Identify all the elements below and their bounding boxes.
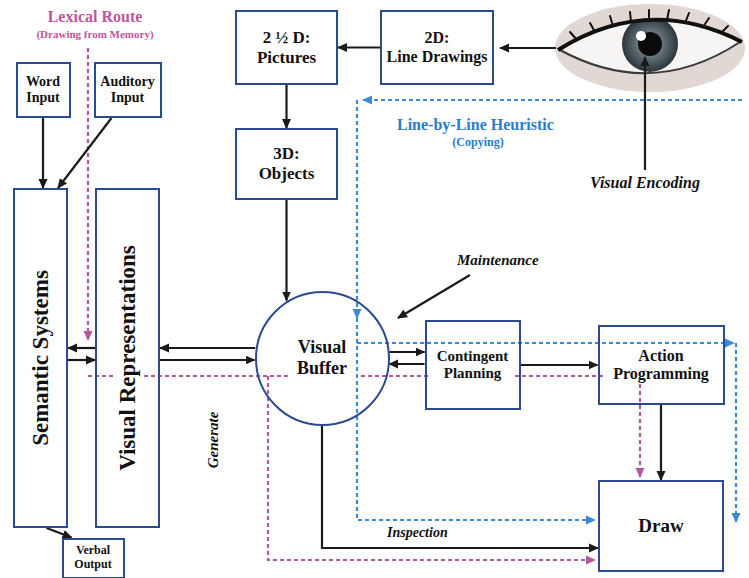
connector-arrow [68, 359, 95, 361]
edge-label: Inspection [385, 525, 450, 541]
process-box: Contingent Planning [425, 320, 521, 410]
eye-highlight [636, 31, 646, 41]
copying-route-line [735, 343, 737, 522]
edge-group [43, 48, 661, 549]
node-text: Line Drawings [387, 48, 488, 66]
maintenance-arrow [398, 275, 470, 318]
node-text: Pictures [257, 48, 316, 68]
copying-route [357, 100, 742, 522]
connector-arrow [285, 200, 287, 301]
copying-route-line [357, 342, 734, 344]
connector-arrow [322, 426, 598, 549]
process-label: Generate [205, 410, 222, 471]
system-box: Visual Representations [95, 188, 160, 528]
route-title: Line-by-Line Heuristic [395, 116, 556, 134]
process-box: Action Programming [598, 325, 725, 405]
node-text: Semantic Systems [27, 268, 53, 448]
eye-lid [558, 20, 742, 50]
node-text: Visual Buffer [289, 337, 356, 378]
node-text: 2D: [425, 29, 450, 47]
route-subtitle: (Drawing from Memory) [34, 28, 155, 41]
lexical-route-line [88, 376, 640, 477]
lexical-route-line [87, 48, 89, 340]
system-box: Semantic Systems [13, 188, 68, 528]
connector-arrow [285, 85, 287, 128]
process-label: Maintenance [455, 252, 541, 269]
copying-route-line [356, 100, 358, 318]
encoding-arrow [644, 57, 646, 170]
connector-arrow [389, 363, 424, 365]
connector-arrow [68, 347, 95, 349]
encoding-arrow [500, 47, 556, 49]
eye-illustration [555, 4, 745, 92]
lexical-route-line [268, 376, 595, 560]
connector-arrow [47, 528, 72, 538]
node-text: Verbal Output [68, 544, 119, 572]
output-box: Verbal Output [62, 538, 125, 578]
node-text: Visual Representations [114, 243, 140, 473]
eye-skin [555, 4, 745, 92]
node-text: Objects [259, 164, 315, 184]
route-title: Lexical Route [46, 8, 145, 26]
eye-lashes [570, 10, 728, 40]
eye-iris [622, 16, 678, 72]
buffer-circle: Visual Buffer [255, 291, 390, 426]
node-text: Action Programming [604, 347, 719, 384]
node-text: 3D: [273, 144, 299, 164]
connector-arrow [160, 347, 255, 349]
connector-arrow [521, 364, 598, 366]
connector-arrow [338, 46, 380, 48]
lexical-route [88, 48, 640, 560]
node-text: Word Input [22, 74, 65, 106]
process-label: Visual Encoding [588, 174, 702, 192]
process-box: 2D:Line Drawings [380, 10, 494, 85]
connector-arrow [660, 405, 662, 480]
copying-route-line [357, 318, 595, 520]
node-text: 2 ½ D: [263, 28, 311, 48]
input-box: Auditory Input [94, 62, 162, 118]
route-subtitle: (Copying) [450, 136, 505, 150]
output-box: Draw [598, 480, 724, 572]
connector-arrow [389, 351, 424, 353]
input-box: Word Input [16, 62, 71, 118]
node-text: Auditory Input [100, 74, 156, 106]
process-box: 3D:Objects [235, 128, 338, 200]
process-box: 2 ½ D:Pictures [235, 10, 338, 85]
node-text: Contingent Planning [431, 348, 515, 383]
eye-iris-group [622, 16, 678, 72]
node-text: Draw [638, 515, 683, 537]
connector-arrow [160, 359, 255, 361]
connector-arrow [42, 118, 44, 188]
copying-route-line [363, 99, 742, 101]
connector-arrow [58, 118, 112, 188]
